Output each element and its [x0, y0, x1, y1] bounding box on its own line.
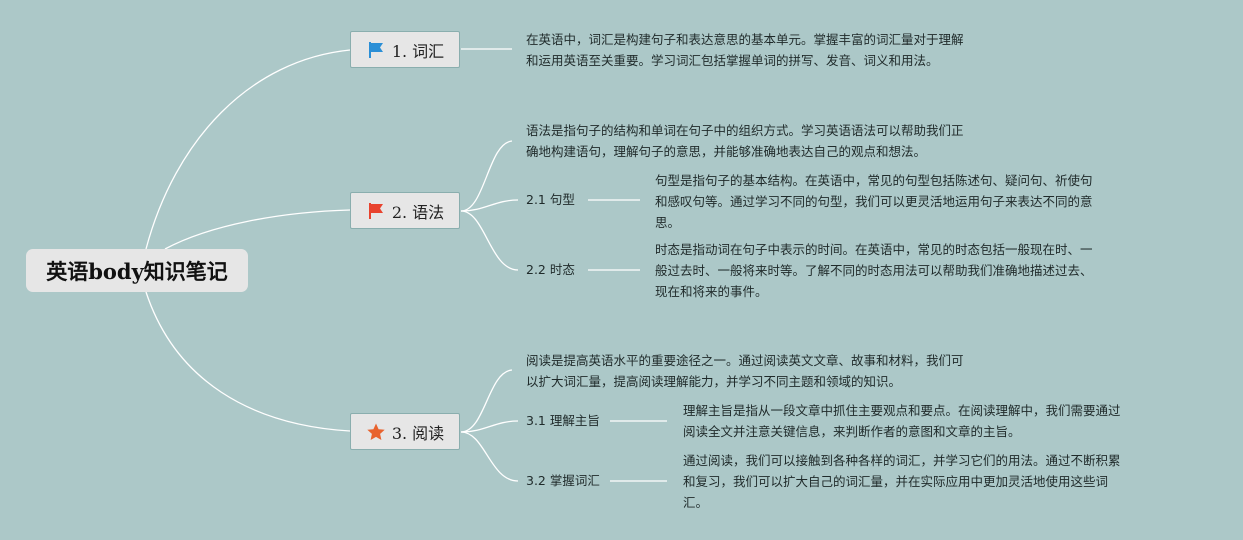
connector-root-topic-1 [145, 49, 351, 250]
topic-grammar-description: 语法是指句子的结构和单词在句子中的组织方式。学习英语语法可以帮助我们正 确地构建… [526, 123, 964, 159]
topic-vocabulary-label: 1. 词汇 [391, 41, 445, 61]
subtopic-tenses-description: 时态是指动词在句子中表示的时间。在英语中，常见的时态包括一般现在时、一 般过去时… [655, 242, 1093, 299]
subtopic-sentence-patterns[interactable]: 2.1 句型 [526, 192, 575, 207]
connector-topic-3-sub-1 [460, 420, 519, 433]
connector-topic-3-desc [460, 369, 513, 433]
topic-reading-label: 3. 阅读 [391, 423, 445, 443]
topic-grammar[interactable]: 2. 语法 [350, 192, 460, 229]
topic-vocabulary[interactable]: 1. 词汇 [350, 31, 460, 68]
subtopic-tenses[interactable]: 2.2 时态 [526, 262, 575, 277]
connector-topic-2-desc [460, 140, 513, 212]
topic-grammar-label: 2. 语法 [391, 202, 445, 222]
blue-flag-icon [366, 40, 386, 60]
connector-root-topic-3 [145, 291, 351, 432]
subtopic-sentence-patterns-description: 句型是指句子的基本结构。在英语中，常见的句型包括陈述句、疑问句、祈使句 和感叹句… [655, 173, 1093, 230]
subtopic-main-idea[interactable]: 3.1 理解主旨 [526, 413, 600, 428]
red-flag-icon [366, 201, 386, 221]
connector-topic-2-sub-2 [460, 210, 519, 271]
topic-vocabulary-description: 在英语中，词汇是构建句子和表达意思的基本单元。掌握丰富的词汇量对于理解 和运用英… [526, 32, 964, 68]
root-topic-title: 英语body知识笔记 [46, 258, 228, 284]
connector-root-topic-2 [164, 209, 351, 250]
subtopic-main-idea-description: 理解主旨是指从一段文章中抓住主要观点和要点。在阅读理解中，我们需要通过 阅读全文… [683, 403, 1121, 439]
orange-star-icon [366, 422, 386, 442]
connector-topic-2-sub-1 [460, 199, 519, 212]
topic-reading-description: 阅读是提高英语水平的重要途径之一。通过阅读英文文章、故事和材料，我们可 以扩大词… [526, 353, 964, 389]
connector-topic-3-sub-2 [460, 431, 519, 482]
subtopic-master-vocabulary-description: 通过阅读，我们可以接触到各种各样的词汇，并学习它们的用法。通过不断积累 和复习，… [683, 453, 1121, 510]
topic-reading[interactable]: 3. 阅读 [350, 413, 460, 450]
subtopic-master-vocabulary[interactable]: 3.2 掌握词汇 [526, 473, 600, 488]
root-topic[interactable]: 英语body知识笔记 [26, 249, 248, 292]
